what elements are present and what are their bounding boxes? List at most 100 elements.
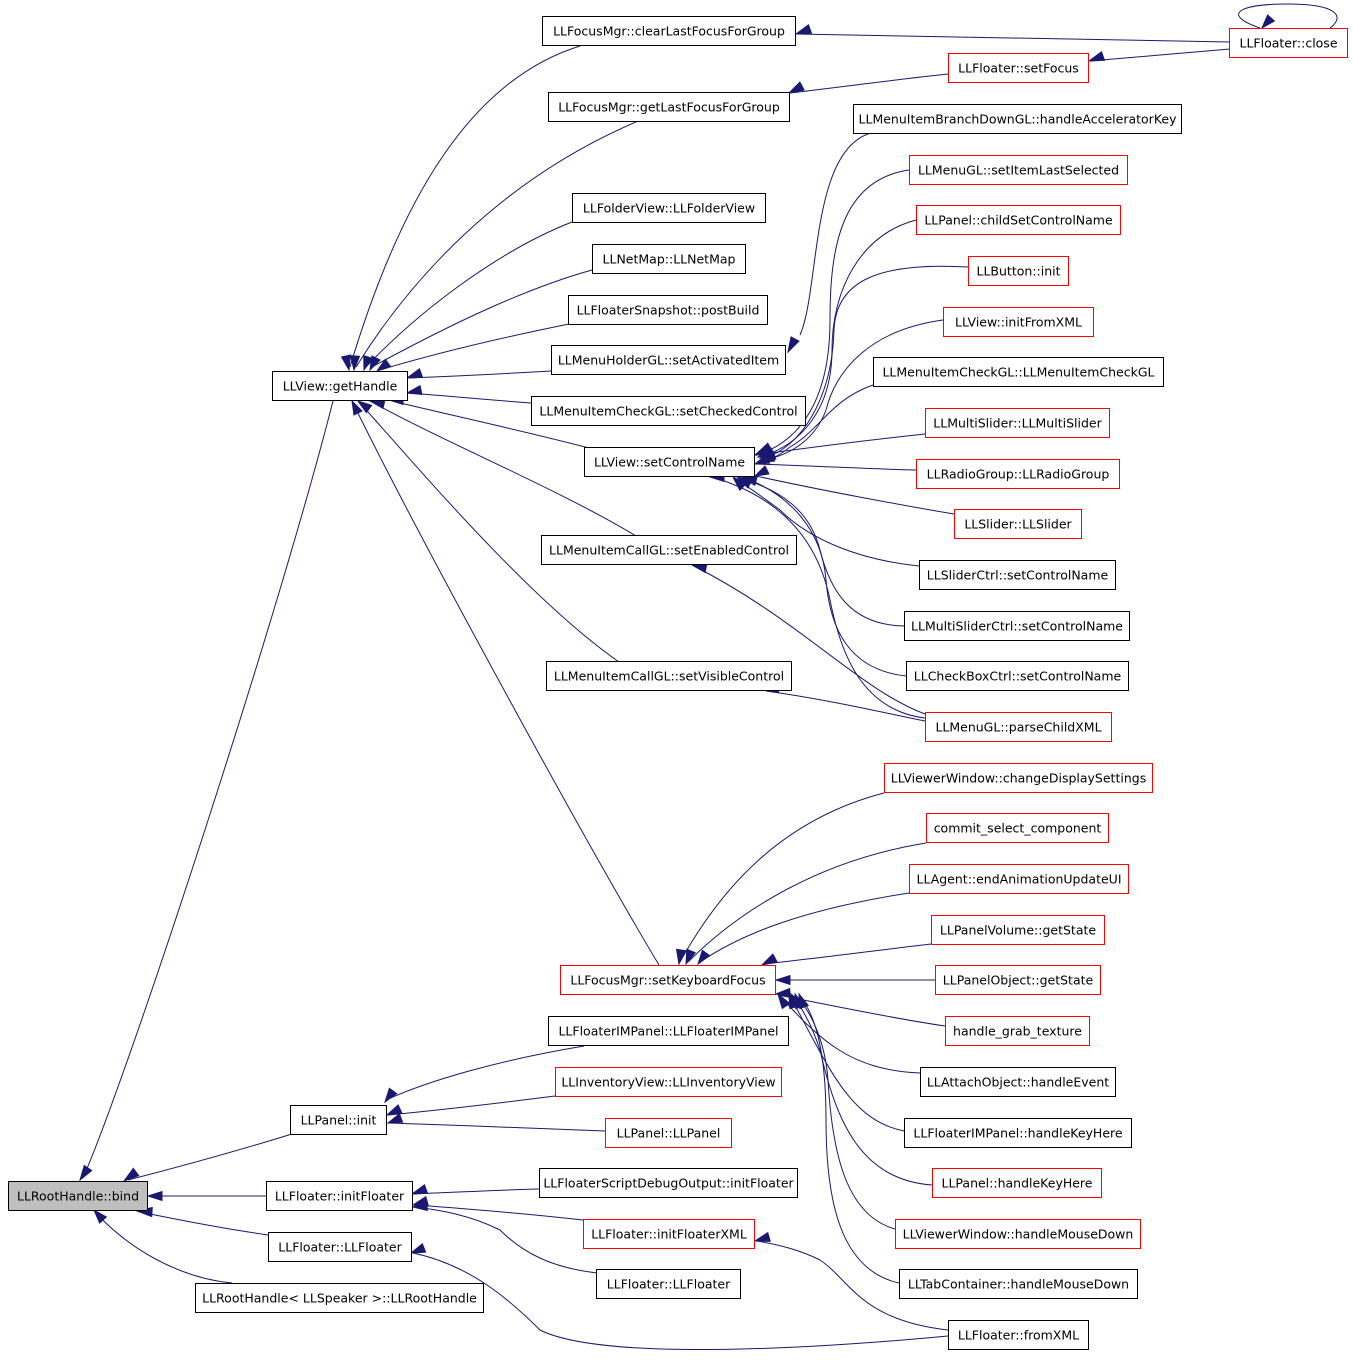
node-label: LLInventoryView::LLInventoryView	[561, 1075, 775, 1090]
node-box	[541, 535, 797, 565]
node-label: LLFocusMgr::getLastFocusForGroup	[558, 100, 780, 115]
arrowhead-icon	[685, 948, 697, 966]
arrowhead-icon	[731, 475, 748, 492]
node-box	[568, 295, 768, 325]
node-label: LLMenuHolderGL::setActivatedItem	[558, 353, 779, 368]
edge-commit_select-to-focus_setkeyboard	[685, 842, 927, 966]
node-panelobject-getstate[interactable]: LLPanelObject::getState	[935, 965, 1101, 995]
node-floater-initfloaterxml[interactable]: LLFloater::initFloaterXML	[583, 1219, 755, 1249]
node-attachobject-handleevent[interactable]: LLAttachObject::handleEvent	[920, 1067, 1116, 1097]
edge-imp_handlekeyhere-to-focus_setkeyboard	[788, 992, 905, 1132]
node-panel-childset[interactable]: LLPanel::childSetControlName	[916, 205, 1121, 235]
arrowhead-icon	[384, 1087, 398, 1104]
node-label: LLMultiSliderCtrl::setControlName	[911, 619, 1123, 634]
node-netmap[interactable]: LLNetMap::LLNetMap	[592, 244, 746, 274]
node-menuholder-setactivated[interactable]: LLMenuHolderGL::setActivatedItem	[551, 345, 786, 375]
arrowhead-icon	[774, 974, 791, 986]
node-box	[539, 1168, 798, 1198]
arrowhead-icon	[405, 367, 424, 379]
node-panel-handlekeyhere[interactable]: LLPanel::handleKeyHere	[932, 1168, 1102, 1198]
node-radiogroup-ctor[interactable]: LLRadioGroup::LLRadioGroup	[916, 459, 1120, 489]
arrowhead-icon	[409, 1242, 427, 1254]
node-floater-close[interactable]: LLFloater::close	[1229, 28, 1348, 58]
node-menucall-setenabled[interactable]: LLMenuItemCallGL::setEnabledControl	[541, 535, 797, 565]
arrowhead-icon	[777, 992, 791, 1010]
edge-imp_llfloaterimpanel-to-panel_init	[384, 1045, 585, 1104]
node-scriptdebug-initfloater[interactable]: LLFloaterScriptDebugOutput::initFloater	[539, 1168, 798, 1198]
node-panel-init[interactable]: LLPanel::init	[290, 1105, 387, 1135]
node-imp-handlekeyhere[interactable]: LLFloaterIMPanel::handleKeyHere	[904, 1118, 1132, 1148]
node-label: LLMenuGL::setItemLastSelected	[918, 163, 1119, 178]
edge-netmap-to-view_gethandle	[369, 269, 593, 372]
node-label: LLViewerWindow::handleMouseDown	[903, 1227, 1134, 1242]
node-menucheck-ctor[interactable]: LLMenuItemCheckGL::LLMenuItemCheckGL	[873, 357, 1164, 387]
node-label: LLFloaterSnapshot::postBuild	[577, 303, 760, 318]
node-menubranch-accel[interactable]: LLMenuItemBranchDownGL::handleAccelerato…	[853, 104, 1182, 134]
arrowhead-icon	[349, 355, 361, 372]
node-view-setcontrolname[interactable]: LLView::setControlName	[584, 447, 755, 477]
node-button-init[interactable]: LLButton::init	[968, 256, 1069, 286]
node-multislider-ctor[interactable]: LLMultiSlider::LLMultiSlider	[925, 408, 1110, 438]
edge-floater_setfocus-to-focus_getlast	[787, 73, 949, 94]
node-imp-llfloaterimpanel[interactable]: LLFloaterIMPanel::LLFloaterIMPanel	[548, 1016, 789, 1046]
node-root-bind[interactable]: LLRootHandle::bind	[8, 1181, 148, 1211]
node-panel-llpanel[interactable]: LLPanel::LLPanel	[605, 1118, 732, 1148]
arrowhead-icon	[697, 949, 711, 966]
node-focus-clearlast[interactable]: LLFocusMgr::clearLastFocusForGroup	[542, 16, 796, 46]
node-box	[884, 763, 1153, 793]
node-label: LLFolderView::LLFolderView	[583, 201, 755, 216]
node-snapshot-postbuild[interactable]: LLFloaterSnapshot::postBuild	[568, 295, 768, 325]
node-menucall-setvisible[interactable]: LLMenuItemCallGL::setVisibleControl	[546, 661, 792, 691]
node-floater-llfloater-a[interactable]: LLFloater::LLFloater	[268, 1232, 412, 1262]
edge-menucheck_setchecked-to-view_gethandle	[405, 384, 532, 404]
node-sliderctrl-setcn[interactable]: LLSliderCtrl::setControlName	[919, 560, 1116, 590]
node-box	[873, 357, 1164, 387]
node-label: LLFloater::initFloaterXML	[591, 1227, 747, 1242]
node-roothandle-speaker[interactable]: LLRootHandle< LLSpeaker >::LLRootHandle	[195, 1283, 484, 1313]
node-multisliderctrl-setcn[interactable]: LLMultiSliderCtrl::setControlName	[904, 611, 1130, 641]
node-invview[interactable]: LLInventoryView::LLInventoryView	[555, 1067, 782, 1097]
node-menucheck-setchecked[interactable]: LLMenuItemCheckGL::setCheckedControl	[531, 396, 806, 426]
node-menugl-setitemlast[interactable]: LLMenuGL::setItemLastSelected	[909, 155, 1128, 185]
node-viewerwindow-changedisplay[interactable]: LLViewerWindow::changeDisplaySettings	[884, 763, 1153, 793]
edge-floater_close-to-floater_close	[1238, 3, 1338, 30]
node-box	[909, 155, 1128, 185]
node-floater-fromxml[interactable]: LLFloater::fromXML	[948, 1320, 1089, 1350]
node-label: LLTabContainer::handleMouseDown	[908, 1277, 1129, 1292]
node-view-gethandle[interactable]: LLView::getHandle	[272, 371, 408, 401]
node-handle-grab[interactable]: handle_grab_texture	[945, 1016, 1090, 1046]
arrowhead-icon	[760, 953, 778, 966]
arrowhead-icon	[369, 355, 381, 372]
node-box	[596, 1269, 741, 1299]
node-menugl-parsechild[interactable]: LLMenuGL::parseChildXML	[925, 712, 1112, 742]
node-label: LLNetMap::LLNetMap	[603, 252, 736, 267]
node-label: LLViewerWindow::changeDisplaySettings	[891, 771, 1146, 786]
node-box	[895, 1219, 1141, 1249]
node-folderview[interactable]: LLFolderView::LLFolderView	[572, 193, 766, 223]
node-agent-endanim[interactable]: LLAgent::endAnimationUpdateUI	[909, 864, 1129, 894]
node-panelvolume-getstate[interactable]: LLPanelVolume::getState	[931, 915, 1105, 945]
node-floater-setfocus[interactable]: LLFloater::setFocus	[948, 53, 1089, 83]
node-label: LLMenuItemCheckGL::setCheckedControl	[539, 404, 797, 419]
edge-folderview-to-view_gethandle	[363, 221, 573, 372]
node-slider-ctor[interactable]: LLSlider::LLSlider	[954, 509, 1082, 539]
node-focus-setkeyboard[interactable]: LLFocusMgr::setKeyboardFocus	[560, 965, 776, 995]
node-focus-getlast[interactable]: LLFocusMgr::getLastFocusForGroup	[548, 92, 790, 122]
arrowhead-icon	[411, 1200, 428, 1212]
node-label: LLFloaterScriptDebugOutput::initFloater	[543, 1176, 794, 1191]
edge-view_gethandle-to-root_bind	[79, 400, 334, 1182]
node-checkboxctrl-setcn[interactable]: LLCheckBoxCtrl::setControlName	[906, 661, 1129, 691]
node-floater-initfloater[interactable]: LLFloater::initFloater	[266, 1181, 413, 1211]
edge-panel_init-to-root_bind	[122, 1133, 293, 1183]
node-floater-llfloater-b[interactable]: LLFloater::LLFloater	[596, 1269, 741, 1299]
node-commit-select[interactable]: commit_select_component	[926, 813, 1109, 843]
node-viewerwindow-mousedown[interactable]: LLViewerWindow::handleMouseDown	[895, 1219, 1141, 1249]
edge-panelobject_getstate-to-focus_setkeyboard	[774, 974, 935, 986]
node-label: LLPanelVolume::getState	[940, 923, 1096, 938]
node-tabcontainer-mousedown[interactable]: LLTabContainer::handleMouseDown	[899, 1269, 1138, 1299]
edge-viewerwindow_mousedown-to-focus_setkeyboard	[794, 992, 896, 1230]
edge-radiogroup_ctor-to-view_setcontrolname	[753, 453, 917, 471]
node-label: LLFloater::initFloater	[275, 1189, 405, 1204]
node-view-initfromxml[interactable]: LLView::initFromXML	[943, 307, 1094, 337]
